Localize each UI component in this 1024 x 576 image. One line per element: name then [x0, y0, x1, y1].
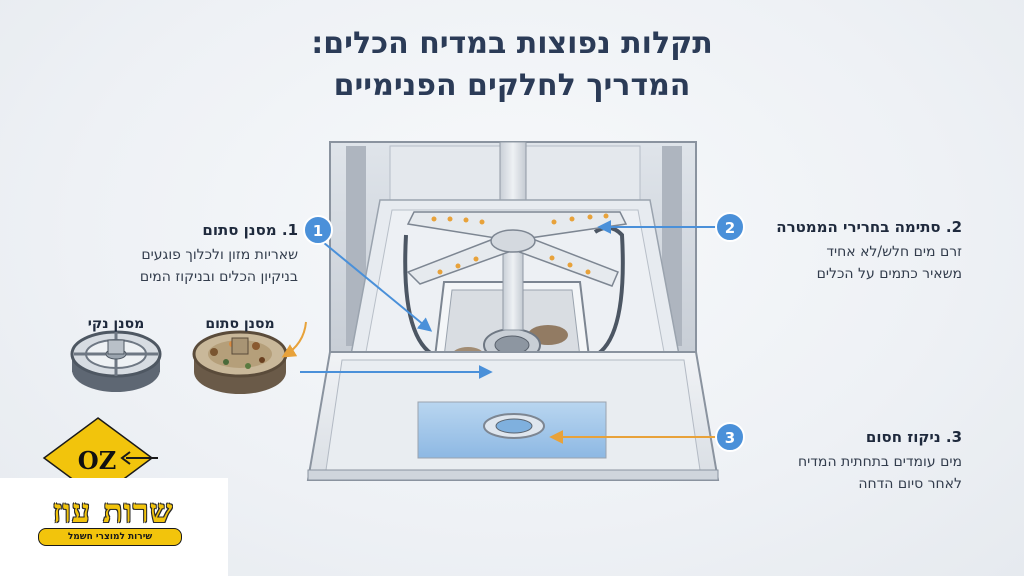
clogged-filter-label: מסנן סתום — [205, 316, 275, 332]
callout-2-desc-line2: משאיר כתמים על הכלים — [816, 266, 962, 282]
clean-filter-illustration — [70, 330, 162, 392]
callout-3-badge: 3 — [715, 422, 745, 452]
callout-1: 1. מסנן סתום שאריות מזון ולכלוך פוגעים ב… — [140, 220, 298, 288]
callout-3: 3. ניקוז חסום מים עומדים בתחתית המדיח לא… — [798, 427, 962, 495]
page-title: תקלות נפוצות במדיח הכלים: — [311, 26, 713, 61]
callout-2-desc-line1: זרם מים חלש/לא אחיד — [826, 244, 962, 260]
brand-logo-panel — [0, 478, 228, 576]
callout-3-desc-line1: מים עומדים בתחתית המדיח — [798, 454, 962, 470]
svg-text:1: 1 — [313, 222, 323, 240]
brand-name: שרות עוז — [52, 492, 174, 530]
brand-tagline: שירות למוצרי חשמל — [38, 528, 182, 546]
svg-text:2: 2 — [725, 219, 735, 237]
callout-1-leader — [317, 237, 433, 332]
callout-3-heading: 3. ניקוז חסום — [865, 428, 962, 446]
callout-1-badge: 1 — [303, 215, 333, 245]
dishwasher-door — [306, 351, 720, 481]
callout-2-badge: 2 — [715, 212, 745, 242]
oz-logo-text: OZ — [77, 446, 117, 475]
clean-filter-label: מסנן נקי — [87, 316, 145, 332]
clogged-filter-illustration — [192, 330, 288, 394]
callout-2-heading: 2. סתימה בחרירי הממטרה — [776, 218, 962, 236]
callout-1-desc-line1: שאריות מזון ולכלוך פוגעים — [141, 247, 298, 263]
spray-arm — [406, 211, 628, 331]
callout-1-heading: 1. מסנן סתום — [202, 221, 298, 239]
callout-1-desc-line2: בניקיון הכלים ובניקוז המים — [139, 269, 298, 285]
clog-curve-arrow — [281, 321, 307, 358]
callout-2: 2. סתימה בחרירי הממטרה זרם מים חלש/לא אח… — [776, 217, 962, 285]
callout-3-desc-line2: לאחר סיום הדחה — [858, 476, 962, 492]
svg-text:3: 3 — [725, 429, 735, 447]
page-subtitle: המדריך לחלקים הפנימיים — [333, 68, 691, 103]
